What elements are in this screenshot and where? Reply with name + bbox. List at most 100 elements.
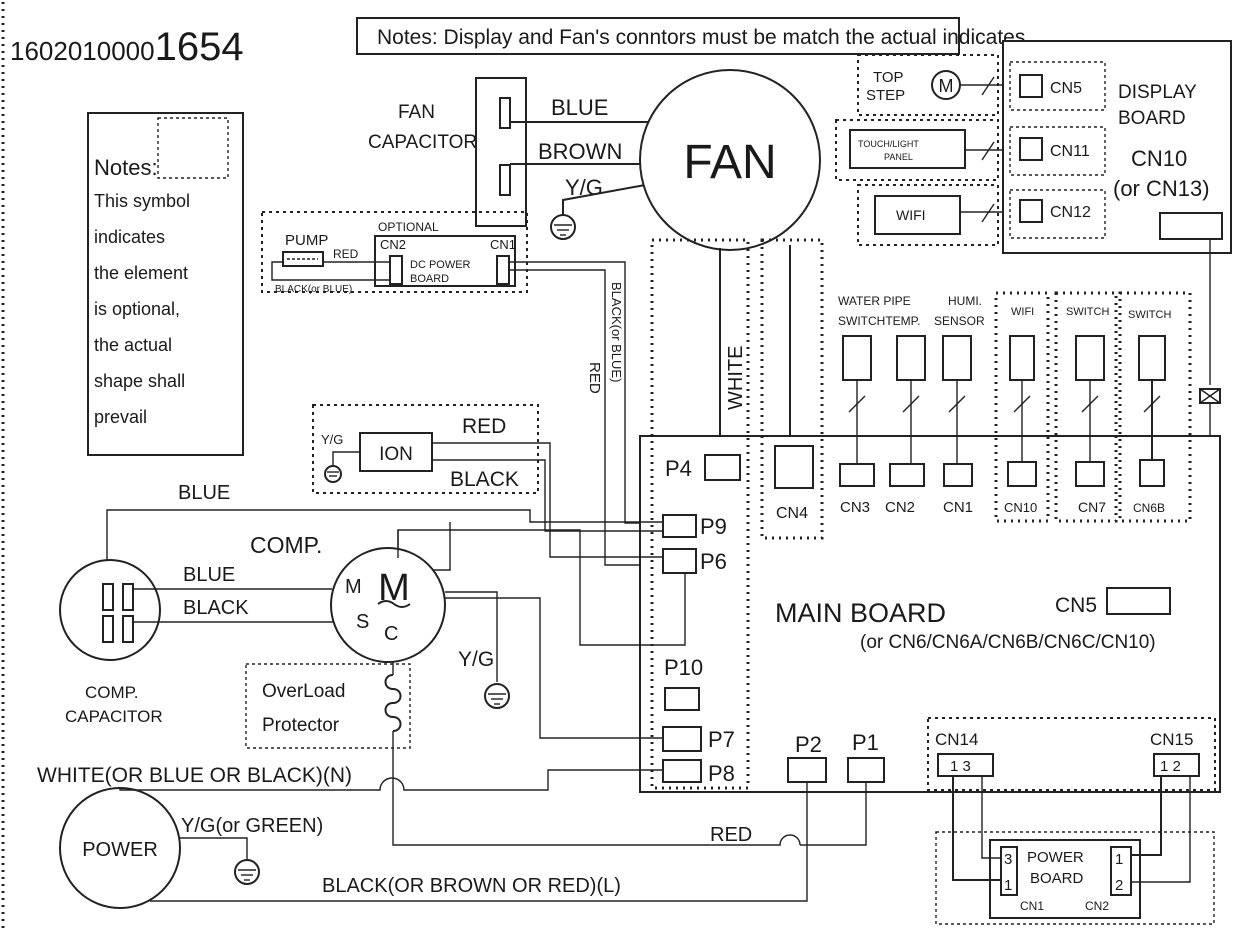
fan-capacitor-label: FAN bbox=[398, 102, 435, 123]
comp-label: COMP. bbox=[250, 532, 322, 558]
pump-red-label: RED bbox=[333, 247, 359, 261]
overload-label: OverLoad bbox=[262, 681, 345, 702]
top-note: Notes: Display and Fan's conntors must b… bbox=[377, 26, 1031, 49]
pb-cn1: CN1 bbox=[1020, 899, 1044, 913]
optional-cn4-column bbox=[760, 238, 824, 540]
pb-pin2: 2 bbox=[1115, 877, 1123, 894]
top-step-motor-symbol: M bbox=[939, 76, 954, 96]
comp-c-term: C bbox=[384, 623, 398, 645]
side-note-line: indicates bbox=[94, 227, 165, 247]
comp-ground-icon bbox=[484, 683, 510, 709]
display-cn13: (or CN13) bbox=[1113, 176, 1210, 201]
wifi-module-label: WIFI bbox=[896, 207, 926, 223]
pb-label-2: BOARD bbox=[1030, 870, 1084, 887]
wifi-module bbox=[874, 195, 961, 235]
comp-black-label: BLACK bbox=[183, 597, 249, 619]
comp-yg-label: Y/G bbox=[458, 648, 494, 671]
main-cn14-pins: 1 3 bbox=[950, 758, 971, 775]
display-board-label: DISPLAY bbox=[1118, 82, 1197, 103]
pb-pin3: 3 bbox=[1004, 851, 1012, 868]
dc-board-cn1: CN1 bbox=[490, 237, 516, 252]
main-cn2: CN2 bbox=[885, 499, 915, 516]
main-cn6b: CN6B bbox=[1133, 501, 1165, 515]
fan-capacitor-label-2: CAPACITOR bbox=[368, 132, 477, 153]
vertical-red-label: RED bbox=[586, 362, 603, 394]
vertical-black-label: BLACK(or BLUE) bbox=[609, 282, 624, 382]
sensor-water-pipe: WATER PIPE bbox=[838, 294, 911, 308]
comp-s-term: S bbox=[356, 611, 369, 633]
pb-pin1: 1 bbox=[1004, 877, 1012, 894]
sensor-humi-2: SENSOR bbox=[934, 314, 985, 328]
main-p2: P2 bbox=[795, 732, 822, 757]
main-p9: P9 bbox=[700, 514, 727, 539]
ion-yg-label: Y/G bbox=[321, 432, 343, 447]
part-number: 16020100001654 bbox=[10, 25, 244, 69]
pump-label: PUMP bbox=[285, 232, 328, 249]
touch-panel-label-2: PANEL bbox=[884, 152, 913, 162]
power-ground-label: Y/G(or GREEN) bbox=[181, 815, 323, 837]
main-board-title: MAIN BOARD bbox=[775, 598, 946, 628]
top-note-box bbox=[356, 17, 960, 55]
display-cn10: CN10 bbox=[1131, 146, 1187, 171]
main-cn1: CN1 bbox=[943, 499, 973, 516]
sensor-switch-b: SWITCH bbox=[1128, 309, 1171, 321]
power-live-label: BLACK(OR BROWN OR RED)(L) bbox=[322, 875, 621, 897]
main-p8: P8 bbox=[708, 761, 735, 786]
optional-label: OPTIONAL bbox=[378, 220, 439, 234]
main-cn15: CN15 bbox=[1150, 730, 1193, 749]
main-cn3: CN3 bbox=[840, 499, 870, 516]
sensor-humi: HUMI. bbox=[948, 294, 982, 308]
side-note-line: This symbol bbox=[94, 191, 190, 211]
pb-label: POWER bbox=[1027, 849, 1084, 866]
side-note-line: is optional, bbox=[94, 299, 180, 319]
touch-light-panel bbox=[849, 129, 966, 169]
overload-box bbox=[245, 663, 411, 749]
display-group: TOP STEP M TOUCH/LIGHT PANEL WIFI CN5 CN… bbox=[835, 40, 1232, 254]
main-cn14: CN14 bbox=[935, 730, 978, 749]
fan-wire-white-label: WHITE bbox=[725, 346, 747, 410]
dc-board-label-2: BOARD bbox=[410, 273, 449, 285]
pb-pin1b: 1 bbox=[1115, 851, 1123, 868]
compressor-motor bbox=[330, 547, 446, 663]
dc-board-label: DC POWER bbox=[410, 259, 471, 271]
overload-label-2: Protector bbox=[262, 715, 340, 736]
power-ground-icon bbox=[234, 859, 260, 885]
sensor-wifi: WIFI bbox=[1011, 306, 1034, 318]
sensor-switch-a: SWITCH bbox=[1066, 306, 1109, 318]
comp-blue-label: BLUE bbox=[183, 564, 235, 586]
main-p1: P1 bbox=[852, 730, 879, 755]
ion-group: ION Y/G RED BLACK bbox=[312, 404, 539, 494]
comp-cap-label-2: CAPACITOR bbox=[65, 707, 163, 726]
side-note-line: the element bbox=[94, 263, 188, 283]
touch-panel-label: TOUCH/LIGHT bbox=[858, 139, 919, 149]
display-cn11: CN11 bbox=[1050, 143, 1090, 160]
display-board-label-2: BOARD bbox=[1118, 108, 1186, 129]
main-cn15-pins: 1 2 bbox=[1160, 758, 1181, 775]
main-cn4: CN4 bbox=[776, 505, 808, 522]
fan-label: FAN bbox=[683, 136, 776, 189]
display-cn12: CN12 bbox=[1050, 204, 1091, 221]
display-cn5: CN5 bbox=[1050, 80, 1082, 97]
main-cn7: CN7 bbox=[1078, 499, 1106, 515]
comp-motor-symbol: M bbox=[378, 567, 410, 609]
main-cn10: CN10 bbox=[1004, 500, 1037, 515]
ion-generator bbox=[359, 432, 433, 472]
power-red-label: RED bbox=[710, 824, 752, 846]
side-note-line: shape shall bbox=[94, 371, 185, 391]
ion-black-label: BLACK bbox=[450, 468, 519, 491]
ion-red-label: RED bbox=[462, 415, 506, 438]
side-note: Notes: This symbol indicates the element… bbox=[87, 112, 244, 456]
comp-blue-top-label: BLUE bbox=[178, 482, 230, 504]
fan-capacitor: FAN CAPACITOR bbox=[368, 77, 527, 227]
ion-label: ION bbox=[379, 444, 413, 465]
main-p7: P7 bbox=[708, 727, 735, 752]
sensor-connectors: WATER PIPE SWITCHTEMP. HUMI. SENSOR WIFI… bbox=[838, 291, 1192, 523]
side-note-title: Notes: bbox=[94, 155, 158, 180]
main-p4: P4 bbox=[665, 456, 692, 481]
comp-cap-label: COMP. bbox=[85, 683, 139, 702]
comp-m-term: M bbox=[345, 576, 362, 598]
main-p10: P10 bbox=[664, 655, 703, 680]
top-step-label-2: STEP bbox=[866, 87, 905, 104]
main-board-subtitle: (or CN6/CN6A/CN6B/CN6C/CN10) bbox=[860, 632, 1156, 653]
dc-board-cn2: CN2 bbox=[380, 237, 406, 252]
